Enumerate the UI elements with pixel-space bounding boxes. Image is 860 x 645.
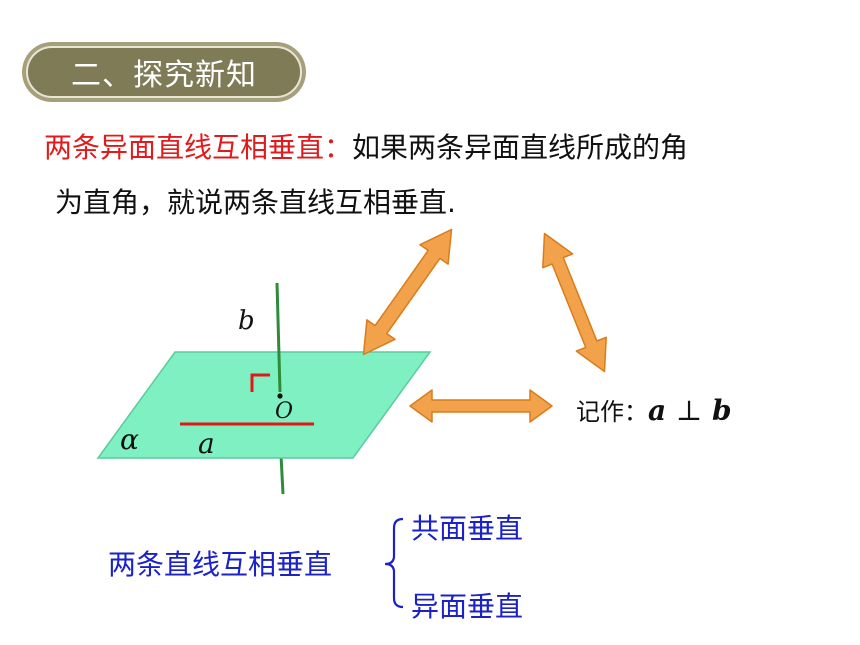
label-b: b xyxy=(238,306,255,336)
definition-term: 两条异面直线互相垂直 xyxy=(44,131,325,164)
section-title: 二、探究新知 xyxy=(26,46,302,98)
classification-brace xyxy=(384,517,404,609)
notation-expression: a ⊥ b xyxy=(648,394,732,427)
classification-root: 两条直线互相垂直 xyxy=(108,548,333,581)
notation: 记作：a ⊥ b xyxy=(576,392,732,427)
right-angle-mark xyxy=(250,373,270,392)
notation-var-b: b xyxy=(712,394,732,427)
line-b-lower xyxy=(279,454,285,495)
line-b-upper xyxy=(275,282,282,393)
label-o: O xyxy=(275,399,293,424)
label-alpha: α xyxy=(120,423,139,456)
label-a: a xyxy=(198,427,215,460)
notation-prefix: 记作： xyxy=(576,398,648,426)
classification-item-coplanar: 共面垂直 xyxy=(411,512,524,545)
perpendicular-symbol: ⊥ xyxy=(675,394,703,427)
notation-var-a: a xyxy=(648,394,667,427)
definition-line-1: 两条异面直线互相垂直：如果两条异面直线所成的角 xyxy=(44,126,688,166)
point-o xyxy=(277,393,283,399)
definition-text-1: 如果两条异面直线所成的角 xyxy=(352,131,689,164)
definition-line-2: 为直角，就说两条直线互相垂直. xyxy=(55,186,456,219)
double-arrow-right xyxy=(542,232,607,373)
double-arrow-left xyxy=(362,228,453,356)
definition-colon: ： xyxy=(324,131,353,164)
plane-alpha xyxy=(96,351,432,459)
double-arrow-bottom xyxy=(409,389,553,423)
section-badge: 二、探究新知 xyxy=(22,42,306,102)
classification-item-skew: 异面垂直 xyxy=(411,590,524,623)
